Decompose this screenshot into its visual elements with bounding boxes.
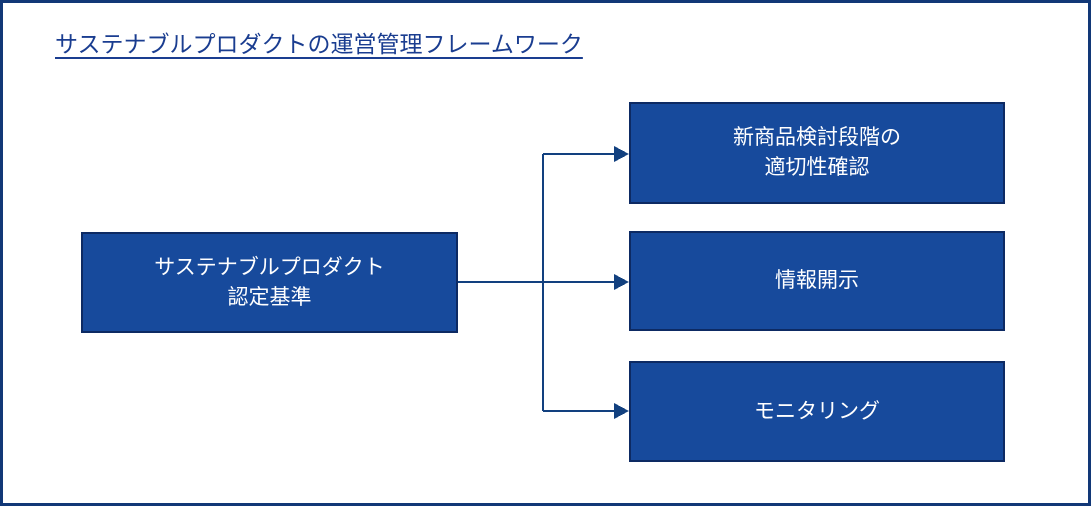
node-branch-3[interactable]: モニタリング — [629, 361, 1005, 462]
node-root[interactable]: サステナブルプロダクト 認定基準 — [81, 232, 458, 333]
node-branch-3-label: モニタリング — [754, 399, 880, 423]
diagram-canvas: サステナブルプロダクトの運営管理フレームワーク サステナブルプロ — [3, 3, 1088, 503]
arrowhead-icon-branch-2 — [614, 274, 629, 290]
node-branch-2-label: 情報開示 — [775, 269, 859, 292]
node-branch-2[interactable]: 情報開示 — [629, 231, 1005, 331]
arrowhead-icon-branch-3 — [614, 403, 629, 419]
node-root-label: サステナブルプロダクト 認定基準 — [154, 255, 385, 309]
node-branch-1[interactable]: 新商品検討段階の 適切性確認 — [629, 102, 1005, 204]
node-branch-1-label: 新商品検討段階の 適切性確認 — [733, 126, 901, 179]
page-title: サステナブルプロダクトの運営管理フレームワーク — [55, 31, 583, 57]
arrowhead-icon-branch-1 — [614, 146, 629, 162]
